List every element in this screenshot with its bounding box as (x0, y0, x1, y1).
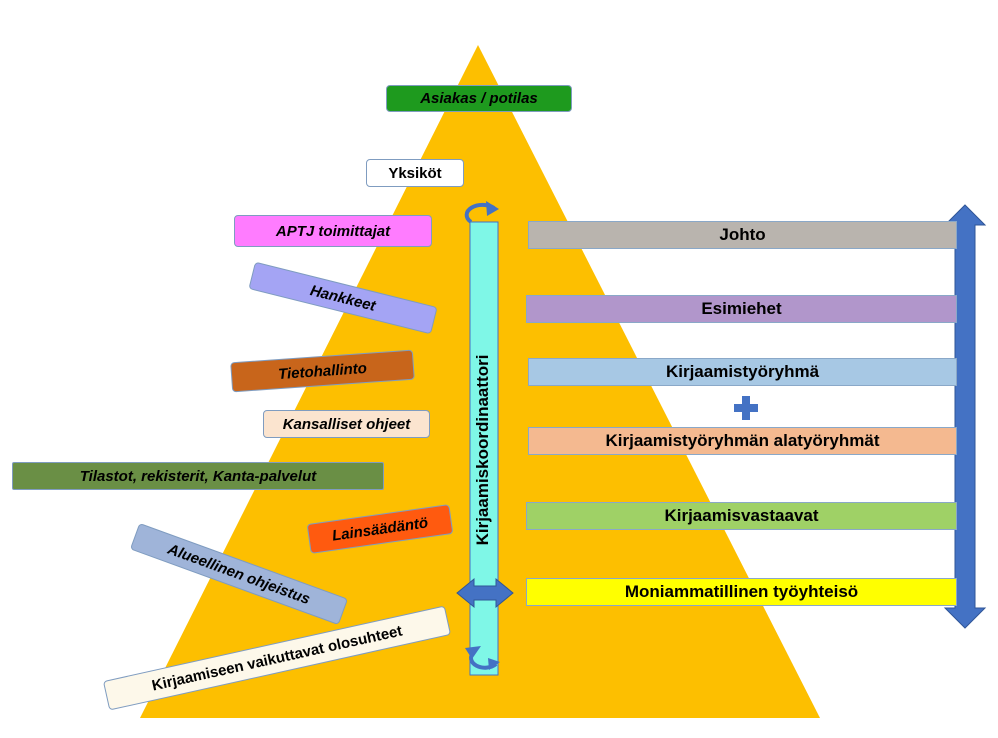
alatyoryhmat-bar: Kirjaamistyöryhmän alatyöryhmät (528, 427, 957, 455)
esimiehet-bar: Esimiehet (526, 295, 957, 323)
moniammatillinen-bar: Moniammatillinen työyhteisö (526, 578, 957, 606)
johto-bar: Johto (528, 221, 957, 249)
kansalliset-ohjeet-label: Kansalliset ohjeet (263, 410, 430, 438)
yksikot-label: Yksiköt (366, 159, 464, 187)
top-circular-arrow-icon (464, 201, 499, 224)
bottom-circular-arrow-icon (465, 646, 500, 670)
vertical-double-arrow-icon (943, 204, 987, 629)
kirjaamisvastaavat-bar: Kirjaamisvastaavat (526, 502, 957, 530)
kirjaamistyoryhma-bar: Kirjaamistyöryhmä (528, 358, 957, 386)
plus-icon (734, 396, 758, 420)
coordinator-label: Kirjaamiskoordinaattori (473, 354, 492, 546)
aptj-toimittajat-label: APTJ toimittajat (234, 215, 432, 247)
tilastot-label: Tilastot, rekisterit, Kanta-palvelut (12, 462, 384, 490)
asiakas-potilas-label: Asiakas / potilas (386, 85, 572, 112)
left-right-arrow-icon (456, 577, 514, 609)
